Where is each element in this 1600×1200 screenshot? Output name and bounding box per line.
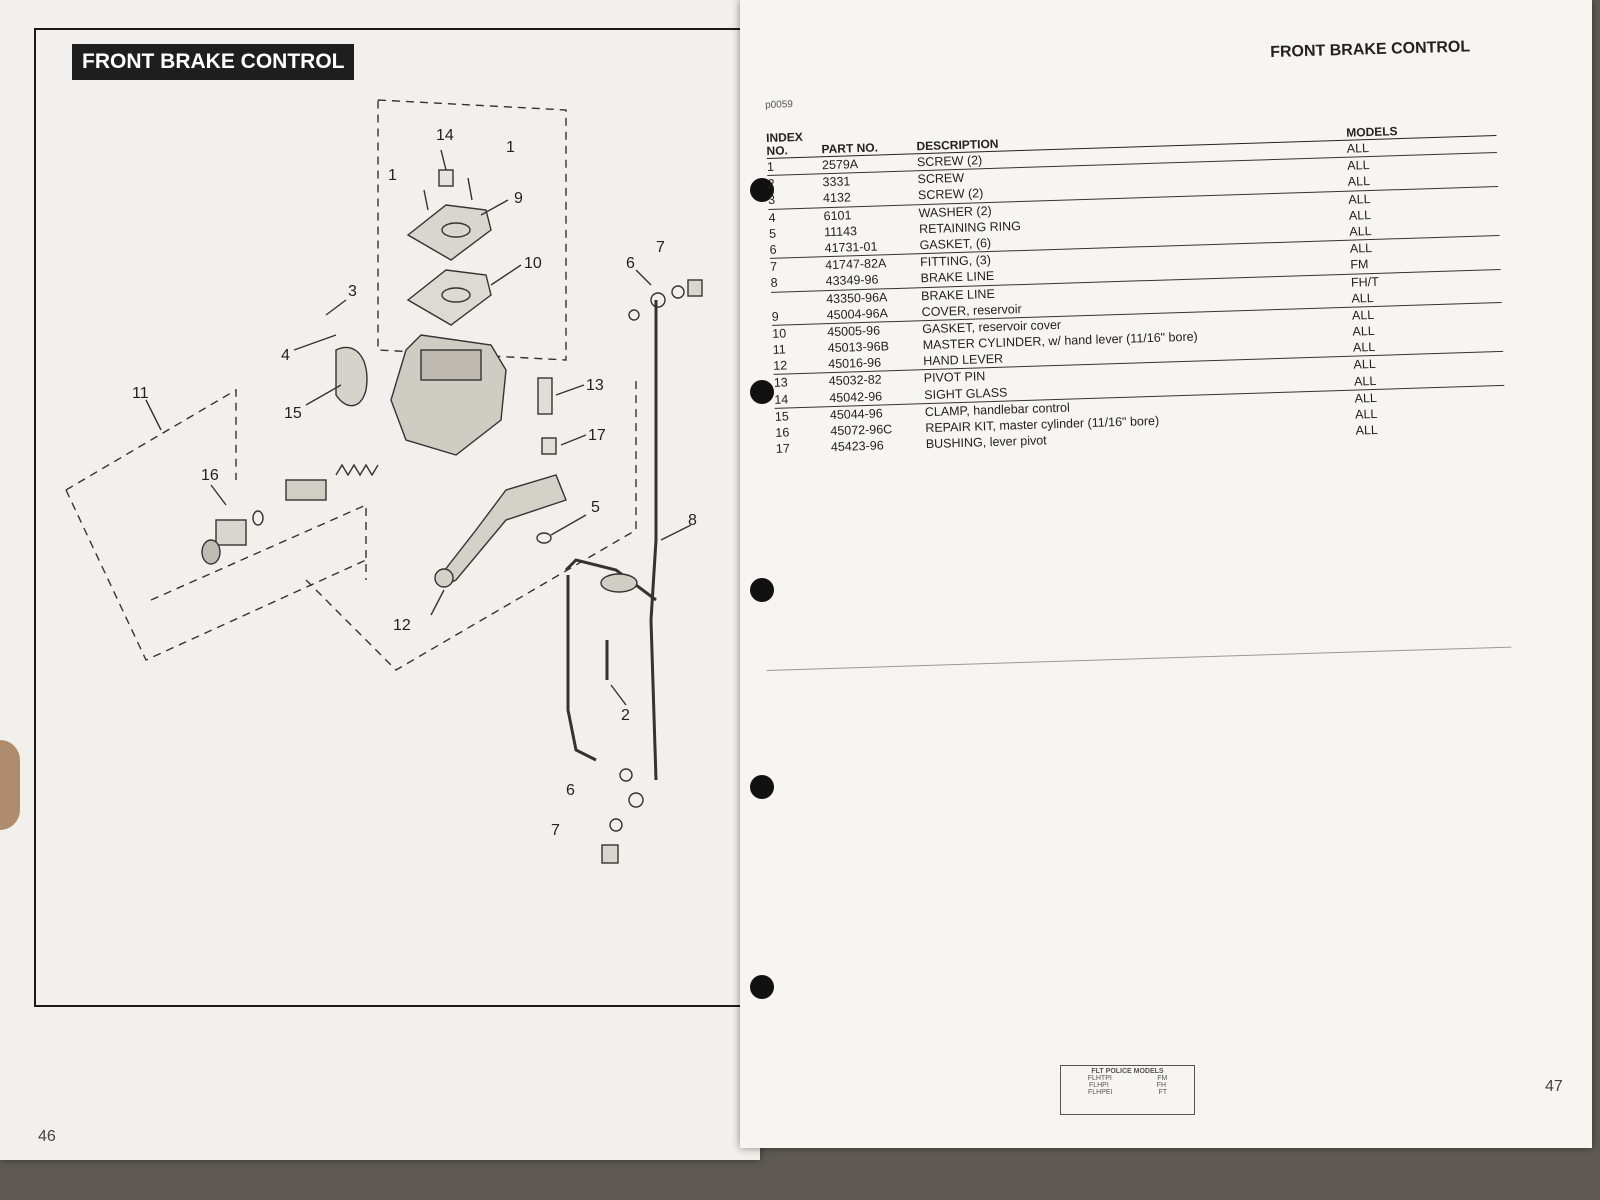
callout-4: 4 — [281, 347, 290, 364]
callout-10: 10 — [524, 255, 542, 272]
binder-hole — [750, 578, 774, 602]
cell-index: 13 — [773, 375, 788, 391]
cell-part: 45004-96A — [826, 305, 889, 322]
police-models-title: FLT POLICE MODELS — [1091, 1068, 1164, 1075]
binder-hole — [750, 775, 774, 799]
cell-index: 3 — [767, 193, 776, 208]
clamp-shape — [335, 346, 368, 407]
police-models-box: FLT POLICE MODELS FLHTPI FM FLHPI FH FLH… — [1060, 1065, 1195, 1115]
binder-hole — [750, 380, 774, 404]
callout-1b: 1 — [506, 139, 515, 156]
callout-1a: 1 — [388, 167, 397, 184]
left-page-number: 46 — [38, 1128, 56, 1145]
callout-12: 12 — [393, 617, 411, 634]
callout-6a: 6 — [626, 255, 635, 272]
cell-index: 7 — [769, 259, 778, 275]
cell-index: 5 — [768, 226, 777, 241]
drawing-code: p0059 — [764, 99, 794, 111]
right-page — [740, 0, 1592, 1148]
reservoir-cover-shape — [406, 204, 492, 261]
callout-15: 15 — [284, 405, 302, 422]
cell-index: 6 — [769, 242, 777, 257]
callout-13: 13 — [586, 377, 604, 394]
callout-2: 2 — [621, 707, 630, 724]
callout-6b: 6 — [566, 782, 575, 799]
cell-index: 11 — [772, 342, 786, 357]
parts-table: p0059 INDEX NO. PART NO. DESCRIPTION MOD… — [765, 79, 1506, 457]
cell-index: 17 — [775, 441, 791, 457]
cell-part: 45423-96 — [830, 438, 884, 455]
callout-5: 5 — [591, 499, 600, 516]
cell-part: 45016-96 — [828, 355, 882, 372]
cell-part: 41731-01 — [824, 239, 878, 256]
police-model-name: FLHPEI — [1087, 1089, 1113, 1096]
police-model-name: FLHTPI — [1087, 1075, 1112, 1082]
hand-lever-shape — [440, 474, 567, 586]
binder-hole — [750, 178, 774, 202]
binder-hole — [750, 975, 774, 999]
cell-part: 43349-96 — [825, 272, 879, 289]
callout-8: 8 — [688, 512, 697, 529]
police-models-line: FLHPEI FT — [1065, 1089, 1190, 1096]
cell-index: 10 — [772, 326, 787, 341]
cell-index: 2 — [767, 176, 775, 192]
police-model-code: FM — [1157, 1075, 1168, 1082]
callout-7b: 7 — [551, 822, 560, 839]
cell-index: 14 — [774, 392, 789, 407]
police-model-code: FH — [1156, 1082, 1167, 1089]
brake-line-1 — [649, 300, 658, 781]
exploded-parts-diagram: 14 1 1 9 10 3 4 15 11 16 13 17 5 12 6 7 … — [65, 99, 703, 864]
callout-17: 17 — [588, 427, 606, 444]
callout-11: 11 — [132, 385, 149, 402]
left-page: FRONT BRAKE CONTROL — [0, 0, 760, 1160]
police-models-line: FLHPI FH — [1065, 1082, 1190, 1089]
police-model-name: FLHPI — [1088, 1082, 1109, 1089]
header-index: INDEX NO. — [765, 129, 804, 158]
cell-index: 1 — [766, 159, 775, 174]
cell-part: 2579A — [821, 157, 859, 173]
cell-index: 12 — [773, 358, 788, 374]
cell-index: 4 — [768, 210, 776, 225]
left-page-title: FRONT BRAKE CONTROL — [72, 44, 355, 80]
cell-index: 8 — [770, 276, 778, 291]
cell-index: 9 — [771, 309, 779, 324]
callout-9: 9 — [514, 190, 523, 207]
callout-16: 16 — [201, 467, 219, 484]
police-model-code: FT — [1158, 1089, 1167, 1096]
callout-14: 14 — [436, 127, 454, 144]
cell-index — [771, 291, 826, 309]
cell-part: 45042-96 — [829, 389, 883, 405]
cell-index: 15 — [774, 409, 790, 424]
thumb — [0, 740, 20, 830]
right-page-number: 47 — [1545, 1078, 1563, 1095]
callout-3: 3 — [348, 283, 357, 300]
cell-part: 4132 — [822, 190, 852, 206]
cell-index: 16 — [775, 425, 790, 440]
gasket-shape — [406, 269, 492, 326]
callout-7a: 7 — [656, 239, 665, 256]
police-models-line: FLHTPI FM — [1065, 1075, 1190, 1082]
